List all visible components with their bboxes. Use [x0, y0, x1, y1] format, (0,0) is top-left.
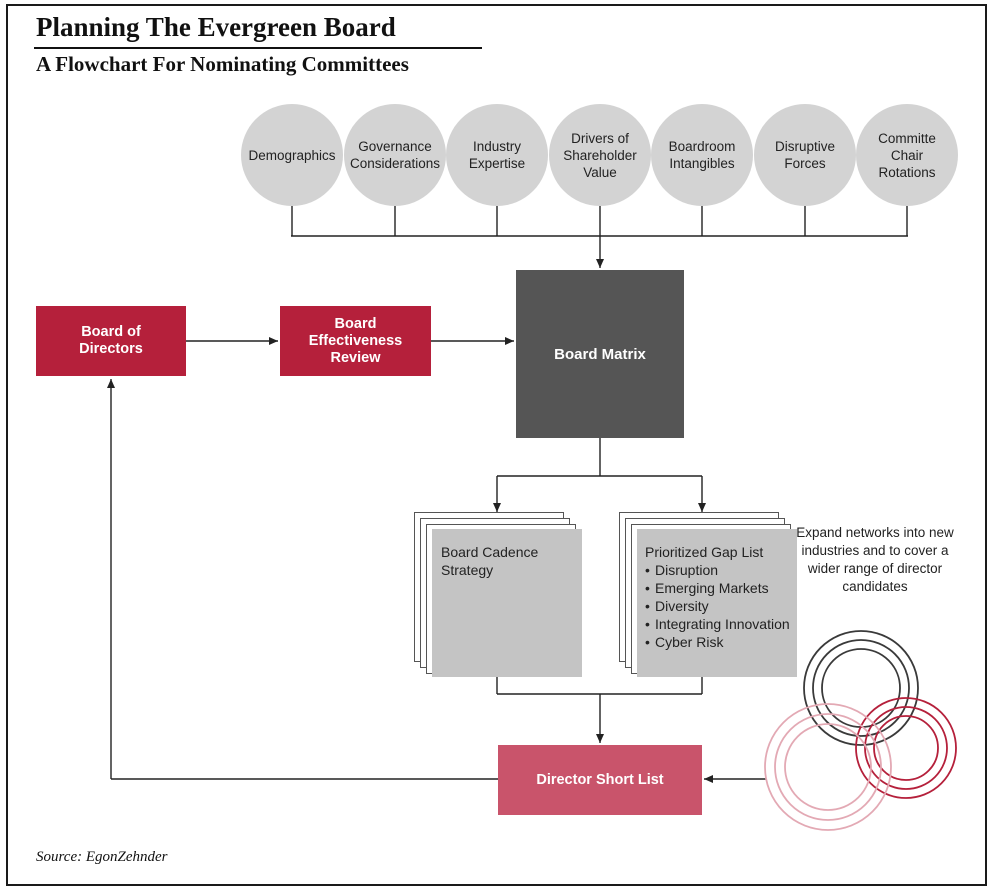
factor-circle-shareholder-value: Drivers of Shareholder Value [549, 104, 651, 206]
factor-circle-governance: Governance Considerations [344, 104, 446, 206]
figure-title: Planning The Evergreen Board [36, 12, 396, 42]
gap-list-item: Integrating Innovation [645, 615, 790, 633]
director-short-list-box: Director Short List [498, 745, 702, 815]
red-rings [855, 697, 957, 799]
factor-circle-boardroom: Boardroom Intangibles [651, 104, 753, 206]
gap-list-item: Emerging Markets [645, 579, 789, 597]
dark-rings [803, 630, 919, 746]
gap-list-doc: Prioritized Gap List Disruption Emerging… [637, 529, 797, 677]
factor-circle-industry: Industry Expertise [446, 104, 548, 206]
cadence-strategy-doc: Board Cadence Strategy [432, 529, 582, 677]
source-note: Source: EgonZehnder [36, 849, 168, 865]
expand-networks-note: Expand networks into new industries and … [796, 525, 954, 594]
gap-list-item: Cyber Risk [645, 633, 789, 651]
gap-list-title: Prioritized Gap List [645, 544, 764, 560]
gap-list-item: Diversity [645, 597, 789, 615]
pink-rings [764, 703, 892, 831]
figure-subtitle: A Flowchart For Nominating Committees [36, 52, 409, 76]
factor-circle-demographics: Demographics [241, 104, 343, 206]
gap-list-item: Disruption [645, 561, 789, 579]
effectiveness-review-box: Board Effectiveness Review [280, 306, 431, 376]
factor-circle-disruptive: Disruptive Forces [754, 104, 856, 206]
board-matrix-box: Board Matrix [516, 270, 684, 438]
board-of-directors-box: Board of Directors [36, 306, 186, 376]
factor-circle-committee: Committe Chair Rotations [856, 104, 958, 206]
title-divider [34, 47, 482, 49]
gap-list: Disruption Emerging Markets Diversity In… [645, 561, 790, 651]
